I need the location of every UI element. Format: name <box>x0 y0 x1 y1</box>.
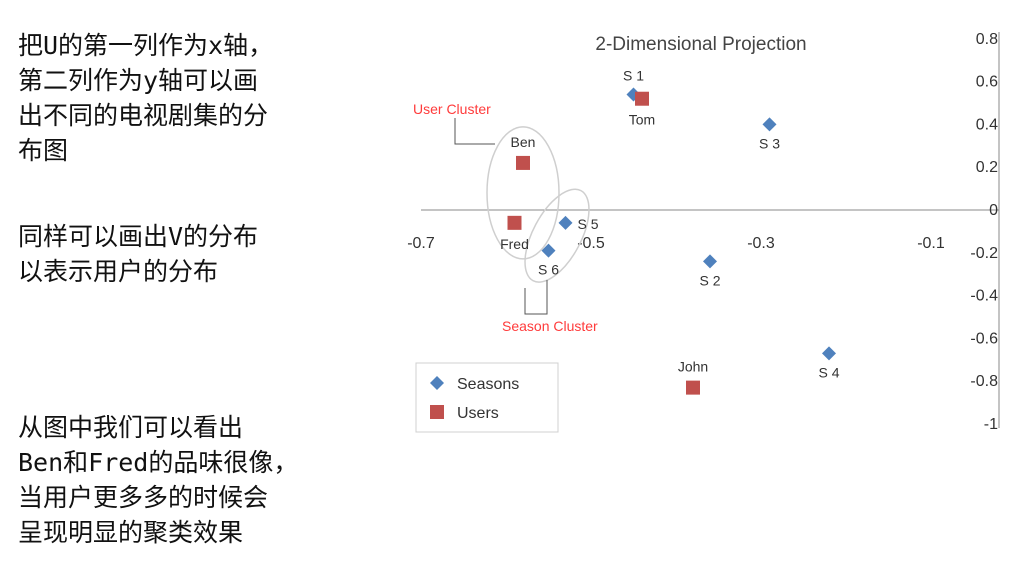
season-cluster-label: Season Cluster <box>502 318 598 334</box>
user-point <box>516 155 530 170</box>
y-tick-label: 0.2 <box>976 159 998 176</box>
legend-diamond-icon <box>430 376 444 390</box>
y-tick-label: -0.8 <box>970 373 998 390</box>
point-label: S 1 <box>623 67 644 83</box>
x-tick-label: -0.1 <box>917 235 945 252</box>
y-tick-label: 0 <box>989 202 998 219</box>
legend-square-icon <box>430 405 444 419</box>
point-label: S 5 <box>578 216 599 232</box>
description-paragraph-2: 同样可以画出V的分布 以表示用户的分布 <box>18 219 258 289</box>
text-line: 布图 <box>18 136 69 165</box>
x-tick-label: -0.5 <box>577 235 605 252</box>
legend-label: Seasons <box>457 376 519 393</box>
text-line: 以表示用户的分布 <box>18 257 219 286</box>
legend-box <box>415 362 559 433</box>
season-point <box>541 243 556 258</box>
user-point <box>686 380 700 395</box>
season-point <box>762 117 777 132</box>
point-label: S 6 <box>538 262 559 278</box>
user-cluster-label: User Cluster <box>413 101 491 117</box>
user-point <box>507 215 522 230</box>
text-line: 同样可以画出V的分布 <box>18 222 259 251</box>
legend-label: Users <box>457 405 499 422</box>
description-paragraph-3: 从图中我们可以看出 Ben和Fred的品味很像， 当用户更多多的时候会 呈现明显… <box>18 410 298 550</box>
text-line: 把U的第一列作为x轴， <box>18 31 274 60</box>
y-tick-label: -0.2 <box>970 245 998 262</box>
season-point <box>822 346 836 361</box>
text-line: 当用户更多多的时候会 <box>18 483 269 512</box>
description-paragraph-1: 把U的第一列作为x轴， 第二列作为y轴可以画 出不同的电视剧集的分 布图 <box>18 28 273 168</box>
season-point <box>558 215 573 230</box>
point-label: Ben <box>511 134 536 150</box>
point-label: Tom <box>629 112 655 128</box>
text-line: 从图中我们可以看出 <box>18 413 244 442</box>
user-point <box>635 91 649 106</box>
season-cluster-ellipse <box>524 188 590 283</box>
y-tick-label: -0.4 <box>970 288 998 305</box>
y-tick-label: 0.6 <box>976 74 998 91</box>
text-line: 第二列作为y轴可以画 <box>18 66 259 95</box>
x-tick-label: -0.7 <box>407 235 435 252</box>
y-tick-label: -0.6 <box>970 330 998 347</box>
scatter-chart: 2-Dimensional Projection -0.7-0.5-0.3-0.… <box>407 31 1000 433</box>
point-label: Fred <box>500 236 529 252</box>
chart-axes: -0.7 -0.5 -0.3 -0.1 0.8 0.6 0.4 0.2 0 -0.2 -0.4 -0.… <box>407 31 1000 433</box>
y-tick-label: 0.4 <box>976 116 998 133</box>
text-line: 呈现明显的聚类效果 <box>18 518 244 547</box>
point-label: S 2 <box>699 272 720 288</box>
y-tick-label: 0.8 <box>976 31 998 48</box>
chart-title: 2-Dimensional Projection <box>595 34 806 55</box>
point-label: S 3 <box>759 135 780 151</box>
point-label: John <box>678 359 708 375</box>
text-line: Ben和Fred的品味很像， <box>18 448 299 477</box>
season-point <box>703 254 717 269</box>
x-tick-label: -0.3 <box>747 235 775 252</box>
y-tick-label: -1 <box>984 416 998 433</box>
user-cluster-ellipse <box>486 126 560 260</box>
season-cluster-callout <box>524 280 548 315</box>
text-line: 出不同的电视剧集的分 <box>18 101 269 130</box>
user-cluster-callout <box>454 118 495 145</box>
point-label: S 4 <box>818 364 839 380</box>
